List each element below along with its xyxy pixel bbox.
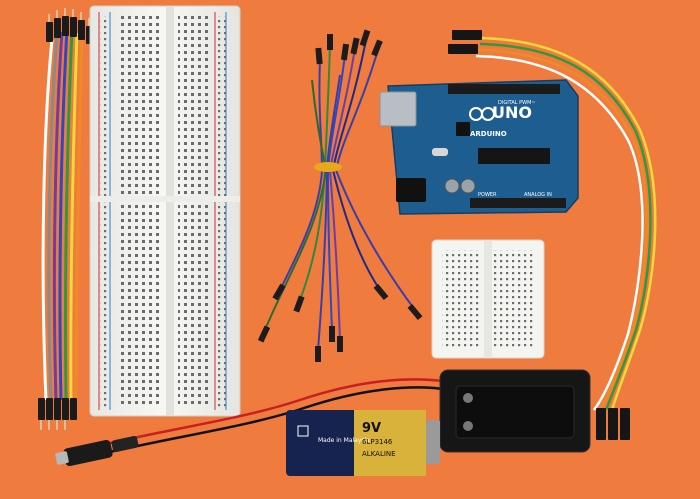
arduino-logo-text: ARDUINO — [470, 130, 507, 138]
dc-barrel-plug — [55, 435, 139, 467]
battery-holder-with-dc-plug — [55, 369, 591, 467]
battery-type-text: ALKALINE — [362, 450, 396, 458]
arduino-analog-label: ANALOG IN — [524, 192, 552, 198]
battery-voltage-text: 9V — [362, 421, 381, 436]
arduino-digital-label: DIGITAL PWM~ — [498, 100, 536, 106]
full-size-breadboard — [89, 5, 241, 417]
arduino-infinity-logo — [469, 107, 495, 121]
battery-model-text: 6LP3146 — [362, 438, 393, 446]
arduino-power-label: POWER — [478, 192, 497, 198]
jumper-wire-bundle — [257, 29, 423, 362]
battery-9v: Made in Malaysia 9V 6LP3146 ALKALINE — [286, 410, 440, 476]
jumper-ribbon-cable — [38, 8, 93, 430]
mini-breadboard — [431, 239, 545, 359]
female-jumper-ribbon — [448, 30, 657, 440]
battery-origin-text: Made in Malaysia — [318, 437, 370, 444]
arduino-model-text: UNO — [492, 103, 532, 122]
arduino-uno-board: UNO ARDUINO DIGITAL PWM~ POWER ANALOG IN — [379, 79, 579, 215]
